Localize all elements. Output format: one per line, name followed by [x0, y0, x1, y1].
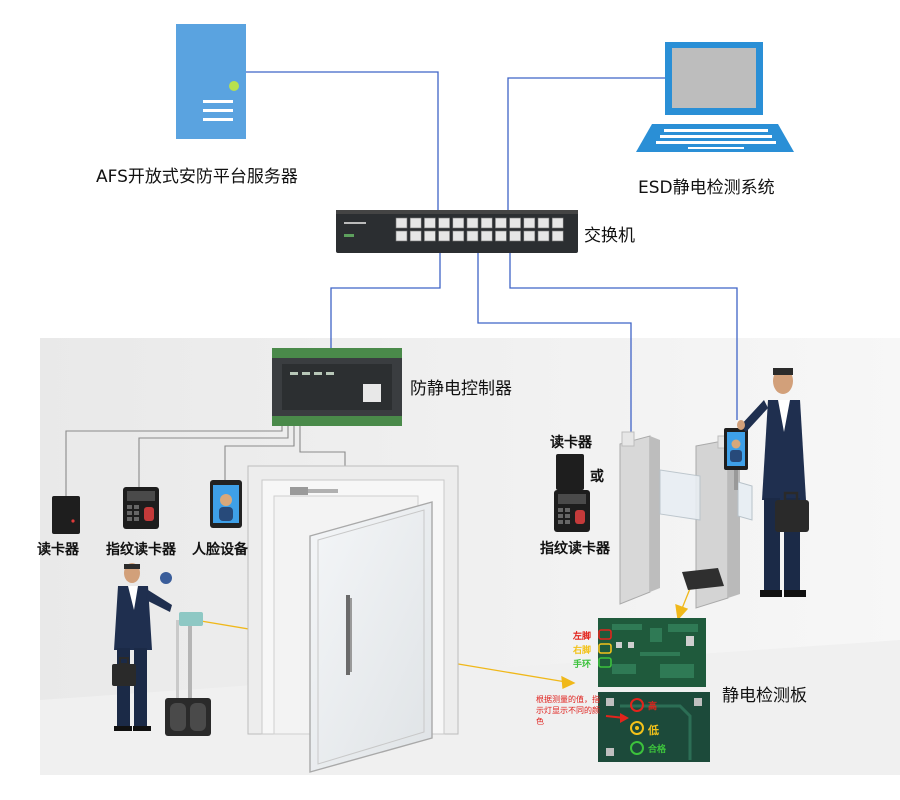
door-icon	[247, 465, 459, 773]
fingerprint-reader-right-icon	[554, 490, 590, 532]
person-left-icon	[112, 563, 172, 731]
face-device-icon	[210, 480, 242, 528]
esd-tester-icon	[160, 572, 211, 736]
esd-board-top-icon	[598, 618, 706, 687]
indicator-green-icon	[598, 657, 612, 668]
card-reader-left-label: 读卡器	[37, 542, 79, 558]
esd-system-switch-line	[507, 77, 697, 212]
fingerprint-reader-left-label: 指纹读卡器	[106, 542, 176, 558]
switch-port	[495, 217, 507, 229]
switch-port	[523, 217, 536, 229]
switch-port	[523, 230, 536, 242]
wrist-label: 手环	[573, 660, 592, 670]
switch-port	[438, 217, 450, 229]
switch-port	[452, 217, 465, 229]
controller-icon	[272, 348, 402, 426]
indicator-yellow-icon	[598, 643, 612, 654]
indicator-note: 根据测量的值，指示灯显示不同的颜色	[536, 695, 600, 726]
switch-port	[551, 230, 564, 242]
low-label: 低	[648, 724, 659, 737]
turnstile-icon	[619, 431, 753, 609]
or-label: 或	[590, 469, 604, 485]
network-lines	[240, 71, 738, 432]
indicator-low-icon	[630, 721, 644, 735]
computer-monitor-icon	[636, 42, 794, 152]
card-reader-right-icon	[556, 454, 584, 490]
switch-port	[424, 217, 436, 229]
face-device-label: 人脸设备	[192, 542, 248, 558]
switch-port	[551, 217, 564, 229]
controller-wires	[65, 424, 346, 500]
switch-port	[480, 217, 493, 229]
indicator-red-icon	[598, 629, 612, 640]
switch-label: 交换机	[584, 226, 635, 246]
switch-port	[495, 230, 507, 242]
switch-port	[466, 217, 479, 229]
card-reader-left-icon	[52, 496, 80, 534]
esd-board-label: 静电检测板	[722, 686, 807, 706]
switch-face-terminal-line	[509, 252, 738, 420]
indicator-pass-icon	[630, 741, 644, 755]
switch-port	[537, 217, 550, 229]
fingerprint-reader-left-icon	[123, 487, 159, 529]
switch-icon	[336, 210, 578, 253]
switch-port	[395, 230, 408, 242]
switch-port	[452, 230, 465, 242]
server-switch-line	[240, 71, 439, 212]
controller-label: 防静电控制器	[410, 379, 512, 399]
person-right-icon	[737, 368, 809, 597]
switch-port	[537, 230, 550, 242]
switch-port	[438, 230, 450, 242]
server-label: AFS开放式安防平台服务器	[96, 167, 298, 187]
pass-label: 合格	[648, 745, 667, 755]
switch-port	[409, 230, 422, 242]
esd-board-bottom-icon	[598, 692, 710, 762]
switch-port	[424, 230, 436, 242]
high-label: 高	[648, 702, 658, 712]
face-terminal-icon	[724, 428, 748, 490]
switch-controller-line	[330, 252, 441, 348]
esd-system-label: ESD静电检测系统	[638, 178, 775, 198]
switch-port	[480, 230, 493, 242]
switch-port	[466, 230, 479, 242]
left-foot-label: 左脚	[573, 632, 592, 642]
switch-port	[509, 217, 521, 229]
switch-port	[409, 217, 422, 229]
server-icon	[176, 24, 246, 139]
fingerprint-reader-right-label: 指纹读卡器	[540, 541, 610, 557]
card-reader-right-label: 读卡器	[550, 435, 592, 451]
switch-port	[395, 217, 408, 229]
indicator-high-icon	[630, 698, 644, 712]
right-foot-label: 右脚	[573, 646, 592, 656]
switch-turnstile-line	[477, 252, 632, 432]
switch-port	[509, 230, 521, 242]
